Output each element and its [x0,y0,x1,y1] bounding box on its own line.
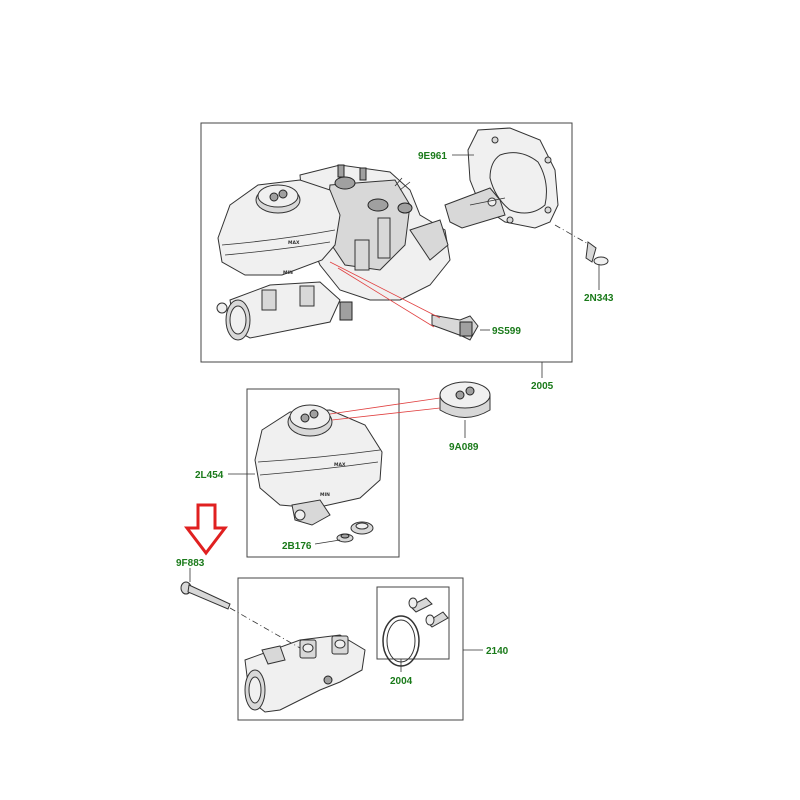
sensor-9S599 [431,314,479,341]
label-2N343: 2N343 [584,293,614,304]
reservoir-cap-9A089 [439,381,491,418]
label-2004: 2004 [390,676,413,687]
label-9F883: 9F883 [176,558,205,569]
assembly-2005-group: MAX MIN [200,122,609,378]
master-cylinder-2140-frame [237,577,464,721]
label-2L454: 2L454 [195,470,224,481]
seal-kit-2004 [382,597,449,667]
pushrod-clevis [444,187,506,229]
down-arrow-icon [183,503,229,556]
label-9S599: 9S599 [492,326,521,337]
reservoir-top: MAX MIN [217,179,341,276]
assembly-2005-frame [200,122,573,363]
reservoir-min-mark: MIN [320,492,330,498]
label-9E961: 9E961 [418,151,447,162]
reservoir-top-max-mark: MAX [288,240,300,246]
reservoir-max-mark: MAX [334,462,346,468]
master-cylinder-2140 [244,634,366,713]
reservoir-2L454: MAX MIN [254,404,383,526]
label-2005: 2005 [531,381,554,392]
reservoir-2L454-frame [246,388,400,558]
bolt-2N343 [554,224,609,266]
label-2140: 2140 [486,646,509,657]
grommet-2B176 [336,521,374,543]
master-cylinder-2140-group [229,577,483,721]
label-2B176: 2B176 [282,541,312,552]
reservoir-top-min-mark: MIN [283,270,293,276]
master-cylinder-top [216,281,353,341]
screw-9F883 [180,568,231,610]
label-9A089: 9A089 [449,442,479,453]
reservoir-2L454-group: MAX MIN [228,381,491,558]
